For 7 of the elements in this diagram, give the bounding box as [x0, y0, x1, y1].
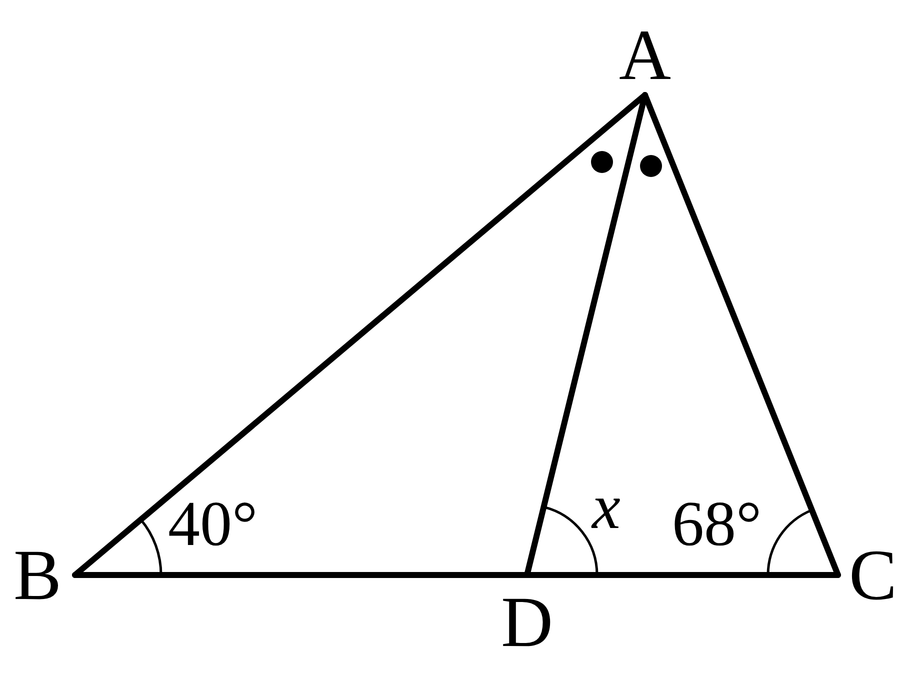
vertex-label: B [0, 535, 75, 615]
angle-label: 40° [168, 492, 258, 556]
vertex-label: A [605, 15, 685, 95]
angle-label: x [592, 475, 620, 539]
vertex-label: C [838, 535, 907, 615]
angle-label: 68° [672, 492, 762, 556]
vertex-label: D [487, 577, 567, 667]
